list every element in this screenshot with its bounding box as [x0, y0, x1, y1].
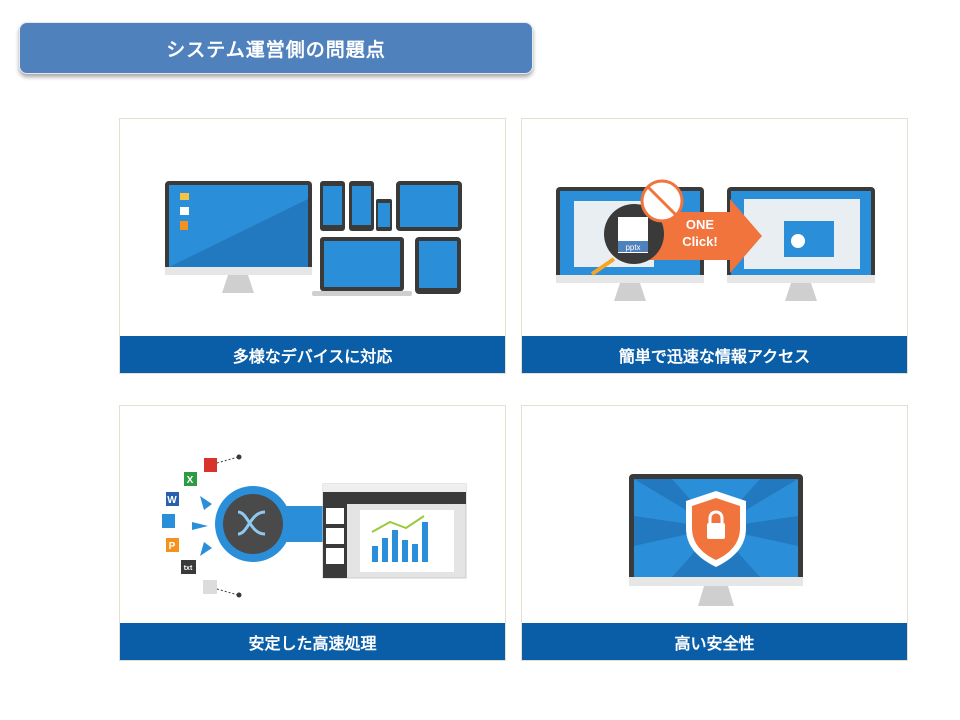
word-icon: W — [167, 495, 177, 506]
excel-icon: X — [187, 475, 194, 486]
click-label: Click! — [682, 234, 717, 249]
processing-illustration: X W P txt — [162, 454, 467, 598]
feature-card-security: 高い安全性 — [521, 405, 908, 661]
feature-card-devices: 多様なデバイスに対応 — [119, 118, 506, 374]
page-title: システム運営側の問題点 — [19, 22, 533, 74]
one-click-illustration: ONE Click! pptx — [556, 179, 875, 301]
pptx-label: pptx — [625, 243, 640, 252]
caption-devices: 多様なデバイスに対応 — [120, 336, 505, 373]
devices-illustration — [165, 181, 462, 296]
caption-processing: 安定した高速処理 — [120, 623, 505, 660]
powerpoint-icon: P — [169, 541, 176, 552]
feature-card-processing: X W P txt — [119, 405, 506, 661]
caption-security: 高い安全性 — [522, 623, 907, 660]
caption-access: 簡単で迅速な情報アクセス — [522, 336, 907, 373]
txt-icon: txt — [184, 565, 193, 572]
security-illustration — [629, 474, 803, 606]
one-label: ONE — [686, 217, 715, 232]
feature-card-access: ONE Click! pptx 簡単で迅速な情報アクセス — [521, 118, 908, 374]
